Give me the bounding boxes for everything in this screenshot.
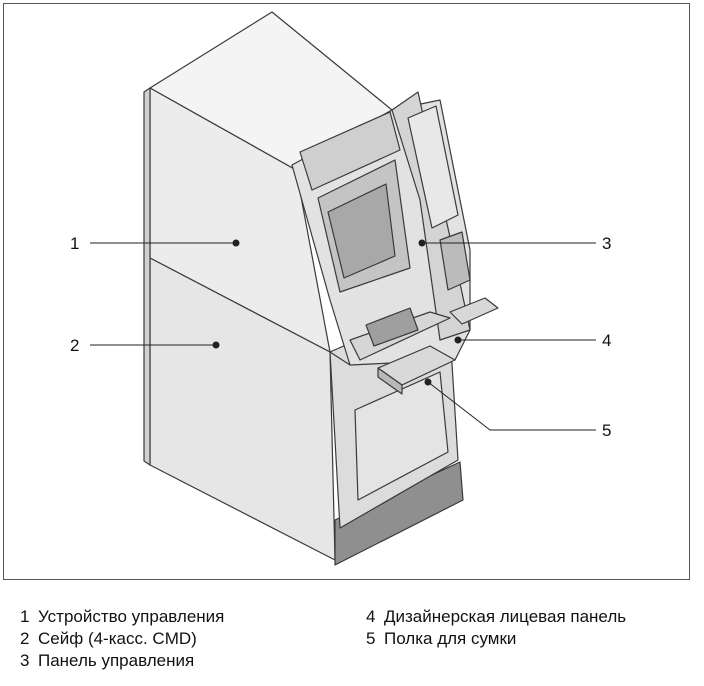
bag-shelf-edge: [377, 367, 403, 395]
cabinet-edge: [143, 87, 151, 466]
callout-4: 4: [602, 331, 612, 350]
leader-5: [427, 381, 596, 431]
topper: [299, 111, 401, 191]
callout-2: 2: [70, 336, 80, 355]
callout-1: 1: [70, 234, 80, 253]
dot-1: [232, 239, 240, 247]
callout-5: 5: [602, 421, 612, 440]
safe-door: [354, 371, 449, 501]
callout-3: 3: [602, 234, 612, 253]
dot-3: [418, 239, 426, 247]
dot-2: [212, 341, 220, 349]
dot-5: [424, 378, 432, 386]
dot-4: [454, 336, 462, 344]
keypad: [365, 307, 419, 347]
card-reader-column: [407, 105, 459, 229]
card-slot: [439, 231, 471, 291]
right-shelf: [449, 297, 499, 325]
screen: [327, 183, 396, 279]
atm-drawing: [90, 11, 596, 566]
